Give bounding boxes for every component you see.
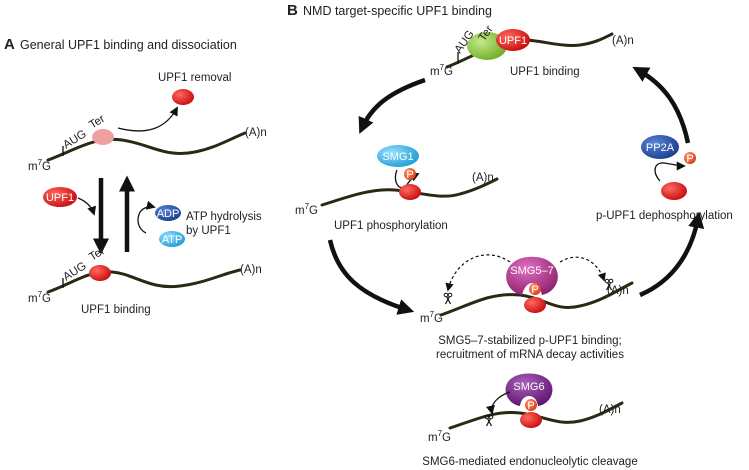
mrna-b-bottom	[448, 401, 624, 430]
upf1-removal-label: UPF1 removal	[158, 72, 232, 84]
phospho-b-mid	[529, 283, 541, 295]
smg1-label: SMG1	[382, 151, 413, 163]
atp-hydrolysis-line1: ATP hydrolysis	[186, 211, 262, 223]
smg6-caption: SMG6-mediated endonucleolytic cleavage	[422, 456, 637, 468]
cycle-arrow-to-smg1	[358, 77, 426, 134]
smg1-badge	[377, 145, 419, 167]
adp-label: ADP	[157, 208, 180, 220]
upf1-tag-a-label: UPF1	[46, 192, 74, 204]
panel-a: A General UPF1 binding and dissociation …	[4, 36, 267, 316]
smg6-arrow	[485, 391, 511, 415]
phospho-b-bottom-label: P	[527, 400, 534, 412]
smg57-badge	[506, 256, 558, 295]
cap-label-b-left: m7G	[295, 202, 318, 217]
phospho-b-left	[404, 168, 416, 180]
pp2a-badge	[641, 135, 679, 159]
upf1-binding-b-label: UPF1 binding	[510, 66, 580, 78]
phospho-released-label: P	[686, 153, 693, 165]
removal-arrow	[117, 106, 178, 132]
phospho-b-left-label: P	[406, 169, 413, 181]
mrna-bottom	[46, 268, 242, 294]
panel-a-title: General UPF1 binding and dissociation	[20, 38, 237, 52]
cycle-arrow-to-pp2a	[639, 211, 705, 298]
smg6-label: SMG6	[513, 381, 544, 393]
phospho-released	[684, 152, 696, 164]
upf1-binding-a-label: UPF1 binding	[81, 304, 151, 316]
atp-hydrolysis-line2: by UPF1	[186, 225, 231, 237]
upf1-tag-a	[43, 187, 77, 207]
polya-label-bottom: (A)n	[240, 264, 262, 276]
cap-label-bottom: m7G	[28, 290, 51, 305]
atp-label: ATP	[162, 234, 183, 246]
upf1-b-top-label: UPF1	[499, 35, 527, 47]
polya-label: (A)n	[245, 127, 267, 139]
upf1-b-bottom	[520, 412, 542, 428]
panel-a-letter: A	[4, 36, 15, 53]
smg57-caption-line2: recruitment of mRNA decay activities	[436, 349, 624, 361]
atp-badge	[159, 231, 185, 247]
upf1-bound	[89, 265, 111, 281]
phospho-b-bottom	[525, 399, 537, 411]
panel-b: B NMD target-specific UPF1 binding AUG T…	[287, 2, 733, 468]
polya-label-b-left: (A)n	[472, 172, 494, 184]
polya-label-b-mid: (A)n	[607, 285, 629, 297]
panel-b-title: NMD target-specific UPF1 binding	[303, 4, 492, 18]
upf1-b-top	[496, 29, 530, 51]
polya-label-b: (A)n	[612, 35, 634, 47]
upf1-ghost	[92, 129, 114, 145]
smg57-label: SMG5–7	[510, 265, 553, 277]
smg57-caption-line1: SMG5–7-stabilized p-UPF1 binding;	[438, 335, 621, 347]
cycle-arrow-to-top	[632, 66, 691, 144]
adp-badge	[155, 205, 181, 221]
panel-b-letter: B	[287, 2, 298, 19]
scissor-icon-left	[443, 292, 453, 305]
phospho-b-mid-label: P	[531, 284, 538, 296]
mrna-top	[46, 131, 247, 162]
ter-label: Ter	[87, 113, 107, 132]
polya-label-b-bottom: (A)n	[599, 404, 621, 416]
dephosphorylation-label: p-UPF1 dephosphorylation	[596, 210, 733, 222]
cap-label-b-bottom: m7G	[428, 429, 451, 444]
atp-curve-arrow	[137, 200, 156, 234]
cap-label: m7G	[28, 158, 51, 173]
smg57-dashed-left	[445, 254, 511, 292]
mrna-b-left	[320, 177, 499, 207]
upf1-removed	[172, 89, 194, 105]
binding-small-arrow	[77, 197, 97, 216]
smg57-dashed-right	[559, 256, 606, 282]
pp2a-arrow	[654, 161, 686, 182]
ter-label-bottom: Ter	[87, 245, 107, 264]
cap-label-b-mid: m7G	[420, 310, 443, 325]
upf1-b-left	[399, 184, 421, 200]
cap-label-b: m7G	[430, 63, 453, 78]
cycle-arrow-to-smg57	[327, 239, 415, 315]
upf1-b-right	[661, 182, 687, 200]
upf1-phosphorylation-label: UPF1 phosphorylation	[334, 220, 448, 232]
smg6-badge	[505, 373, 553, 406]
upf1-b-mid	[524, 297, 546, 313]
pp2a-label: PP2A	[646, 142, 675, 154]
